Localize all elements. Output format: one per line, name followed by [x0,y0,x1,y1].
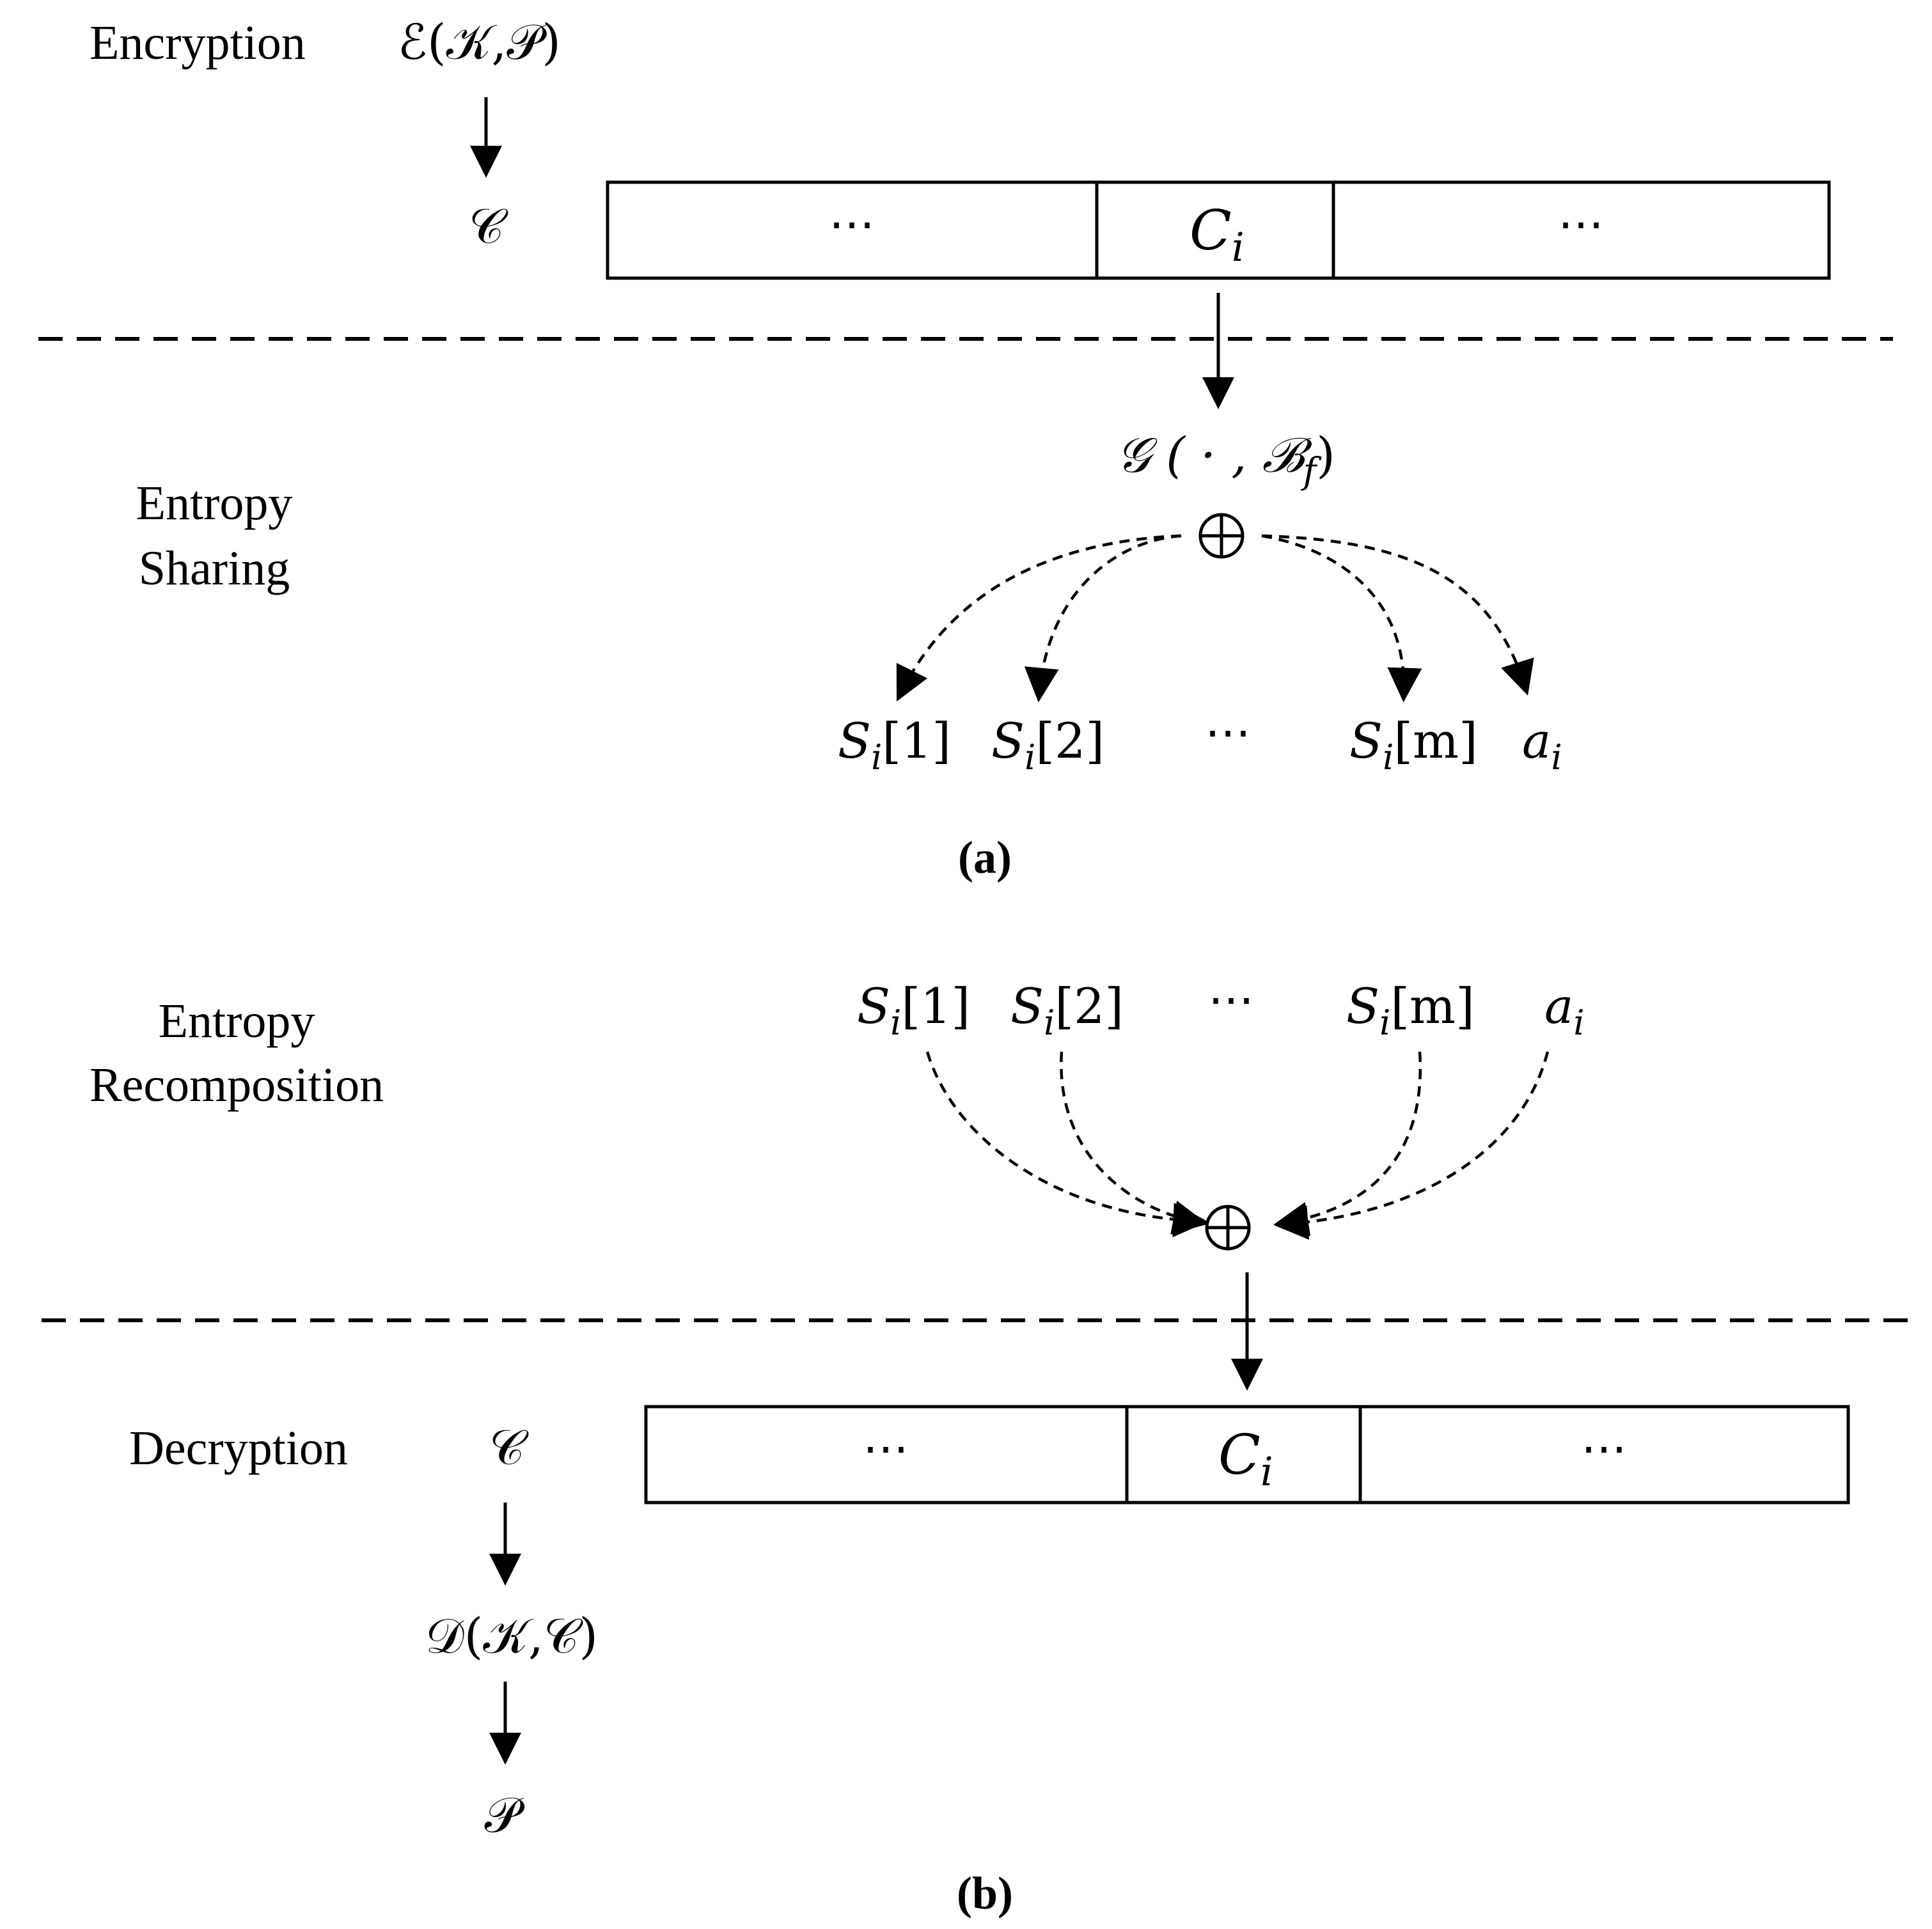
generator-function: 𝒢 ( · , ℬf) [1116,426,1335,492]
share-arrow-a [1261,534,1534,696]
ciphertext-block-row-a: ⋯ Ci ⋯ [606,180,1831,280]
share-label-a: ai [1522,712,1562,777]
share-arrow-m [1261,534,1422,703]
panel-a: Encryption ℰ(𝒦,𝒫) 𝒞 ⋯ Ci ⋯ Entropy Shari… [38,13,1893,883]
recomp-share-label-1: Si[1] [857,978,970,1043]
recomposition-stage-label-line1: Entropy [159,994,315,1048]
recomp-share-label-m: Si[m] [1346,978,1475,1043]
share-label-m: Si[m] [1349,712,1478,777]
encryption-function: ℰ(𝒦,𝒫) [398,13,561,70]
recomp-arrow-2 [1060,1051,1208,1235]
share-label-1: Si[1] [838,712,951,777]
sharing-stage-label-line2: Sharing [139,542,290,595]
share-arrow-1 [896,534,1182,702]
block-ellipsis-left: ⋯ [829,197,875,251]
block-ellipsis-left-b: ⋯ [863,1421,909,1475]
ciphertext-block-right [1331,180,1831,280]
ciphertext-block-right-b [1358,1405,1850,1504]
ciphertext-block-ci-b [1125,1405,1362,1504]
share-arrow-2 [1024,534,1182,703]
plaintext-symbol: 𝒫 [485,1786,525,1843]
block-ci-label: Ci [1190,199,1245,270]
recomp-arrow-1 [925,1051,1208,1238]
recomp-share-ellipsis: ⋯ [1208,972,1254,1026]
decrypt-input-symbol: 𝒞 [489,1419,529,1476]
decryption-stage-label: Decryption [129,1421,348,1475]
decryption-function: 𝒟(𝒦,𝒞) [425,1607,598,1664]
recomp-arrow-a [1273,1051,1550,1240]
ciphertext-block-row-b: ⋯ Ci ⋯ [644,1405,1850,1504]
encryption-stage-label: Encryption [90,16,306,70]
ciphertext-symbol: 𝒞 [469,198,508,254]
share-label-2: Si[2] [991,712,1104,777]
block-ellipsis-right: ⋯ [1558,197,1604,251]
block-ci-label-b: Ci [1218,1423,1273,1495]
caption-a: (a) [958,832,1012,883]
recomposition-stage-label-line2: Recomposition [90,1058,384,1112]
xor-icon-recomposition [1205,1205,1251,1251]
xor-icon-sharing [1198,513,1245,559]
recomp-arrow-m [1273,1051,1422,1237]
panel-b: Entropy Recomposition Si[1] Si[2] ⋯ Si[m… [42,972,1912,1919]
block-ellipsis-right-b: ⋯ [1581,1421,1627,1475]
share-ellipsis: ⋯ [1205,705,1251,759]
sharing-stage-label-line1: Entropy [136,476,293,530]
recomp-share-label-a: ai [1544,978,1585,1043]
caption-b: (b) [957,1868,1013,1919]
ciphertext-block-ci [1095,180,1335,280]
recomp-share-label-2: Si[2] [1010,978,1124,1043]
